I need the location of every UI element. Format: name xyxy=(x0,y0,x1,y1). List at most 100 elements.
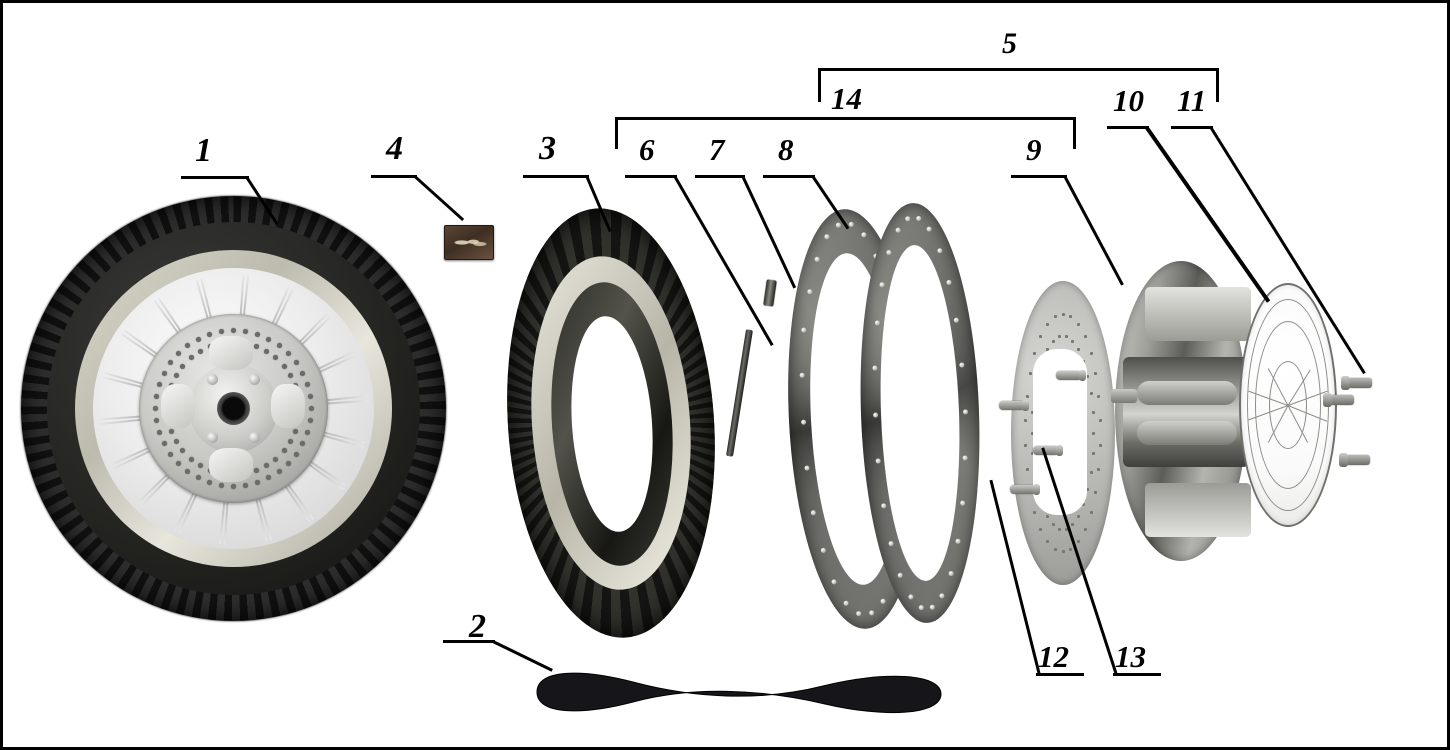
rotor-perforation xyxy=(1025,468,1029,472)
rotor-perforation xyxy=(1058,527,1062,531)
callout-6[interactable]: 6 xyxy=(639,132,655,167)
rotor-perforation xyxy=(1039,527,1043,531)
spoke-nipple xyxy=(929,604,935,610)
part-hub xyxy=(1111,261,1259,561)
disc-perforation xyxy=(167,451,173,457)
rotor-perforation xyxy=(1069,547,1073,551)
callout-3[interactable]: 3 xyxy=(539,130,556,167)
disc-perforation xyxy=(309,406,314,411)
disc-perforation xyxy=(156,430,162,436)
disc-perforation xyxy=(167,360,173,366)
disc-perforation xyxy=(218,483,224,489)
spoke-nipple xyxy=(937,248,943,254)
rotor-perforation xyxy=(1058,335,1062,339)
spoke-nipple xyxy=(907,594,914,600)
rotor-perforation xyxy=(1039,335,1043,339)
spoke-nipple xyxy=(955,539,961,545)
rotor-perforation xyxy=(1053,547,1057,551)
spoke-nipple xyxy=(895,227,901,233)
rotor-perforation xyxy=(1028,372,1032,376)
disc-perforation xyxy=(308,393,314,399)
disc-perforation xyxy=(300,370,306,376)
spoke-nipple xyxy=(886,250,892,256)
spoke-nipple xyxy=(800,419,806,425)
rotor-perforation xyxy=(1046,539,1050,543)
part-disc-stud xyxy=(999,400,1029,411)
rotor-perforation xyxy=(1076,539,1080,543)
spoke-nipple xyxy=(888,541,894,547)
callout-1[interactable]: 1 xyxy=(195,132,212,169)
rotor-perforation xyxy=(1023,419,1027,423)
rotor-perforation xyxy=(1061,312,1065,316)
callout-14[interactable]: 14 xyxy=(831,81,862,116)
disc-perforation xyxy=(173,373,179,378)
rotor-perforation xyxy=(1086,488,1090,492)
disc-perforation xyxy=(198,348,203,354)
disc-perforation xyxy=(218,328,224,334)
disc-perforation xyxy=(243,328,249,334)
disc-perforation xyxy=(308,418,314,424)
callout-5[interactable]: 5 xyxy=(1002,27,1017,60)
part-valve-stem xyxy=(726,329,753,457)
spoke-nipple xyxy=(954,317,960,324)
spoke-nipple xyxy=(804,465,810,472)
rotor-perforation xyxy=(1076,515,1080,519)
spoke-nipple xyxy=(835,222,842,228)
disc-perforation xyxy=(156,381,162,387)
disc-perforation xyxy=(294,360,300,366)
callout-2[interactable]: 2 xyxy=(469,608,486,645)
rotor-perforation xyxy=(1089,352,1093,356)
disc-perforation xyxy=(255,331,261,337)
rotor-perforation xyxy=(1025,394,1029,398)
disc-perforation xyxy=(255,480,261,486)
spoke-nipple xyxy=(799,372,805,378)
part-hub-bolt xyxy=(1323,393,1354,407)
disc-perforation xyxy=(180,363,186,369)
rotor-perforation xyxy=(1083,335,1087,339)
rotor-perforation xyxy=(1099,443,1103,447)
disc-perforation xyxy=(300,441,306,447)
spoke-nipple xyxy=(831,578,837,585)
callout-13[interactable]: 13 xyxy=(1115,639,1146,674)
callout-9[interactable]: 9 xyxy=(1026,132,1042,167)
disc-perforation xyxy=(273,355,279,361)
callout-7[interactable]: 7 xyxy=(709,132,725,167)
rotor-perforation xyxy=(1097,394,1101,398)
disc-perforation xyxy=(185,469,191,475)
callout-11[interactable]: 11 xyxy=(1177,83,1207,118)
callout-8[interactable]: 8 xyxy=(778,132,794,167)
disc-perforation xyxy=(198,463,203,469)
rotor-perforation xyxy=(1031,451,1035,455)
part-warning-label xyxy=(444,225,494,260)
spoke-nipple xyxy=(814,256,820,263)
disc-perforation xyxy=(175,461,181,467)
rotor-perforation xyxy=(1033,352,1037,356)
spoke-nipple xyxy=(946,279,952,285)
disc-perforation xyxy=(288,439,294,444)
part-rim-second xyxy=(853,201,1011,633)
part-hub-bolt xyxy=(1339,453,1370,467)
disc-perforation xyxy=(276,469,282,475)
disc-perforation xyxy=(173,439,179,444)
spoke-nipple xyxy=(926,226,933,232)
callout-10[interactable]: 10 xyxy=(1113,83,1144,118)
spoke-nipple xyxy=(962,455,968,461)
spoke-nipple xyxy=(880,502,886,508)
callout-4[interactable]: 4 xyxy=(386,130,403,167)
rotor-perforation xyxy=(1046,347,1050,351)
part-complete-wheel xyxy=(21,196,446,621)
spoke-nipple xyxy=(872,411,878,418)
disc-perforation xyxy=(206,331,212,337)
spoke-nipple xyxy=(939,592,945,599)
rotor-perforation xyxy=(1031,411,1035,415)
disc-perforation xyxy=(180,448,186,454)
rotor-perforation xyxy=(1094,490,1098,494)
disc-perforation xyxy=(231,484,236,489)
disc-perforation xyxy=(273,456,279,462)
disc-perforation xyxy=(168,428,174,434)
callout-12[interactable]: 12 xyxy=(1038,639,1069,674)
disc-perforation xyxy=(185,342,191,348)
rotor-perforation xyxy=(1089,470,1093,474)
rotor-perforation xyxy=(1046,323,1050,327)
